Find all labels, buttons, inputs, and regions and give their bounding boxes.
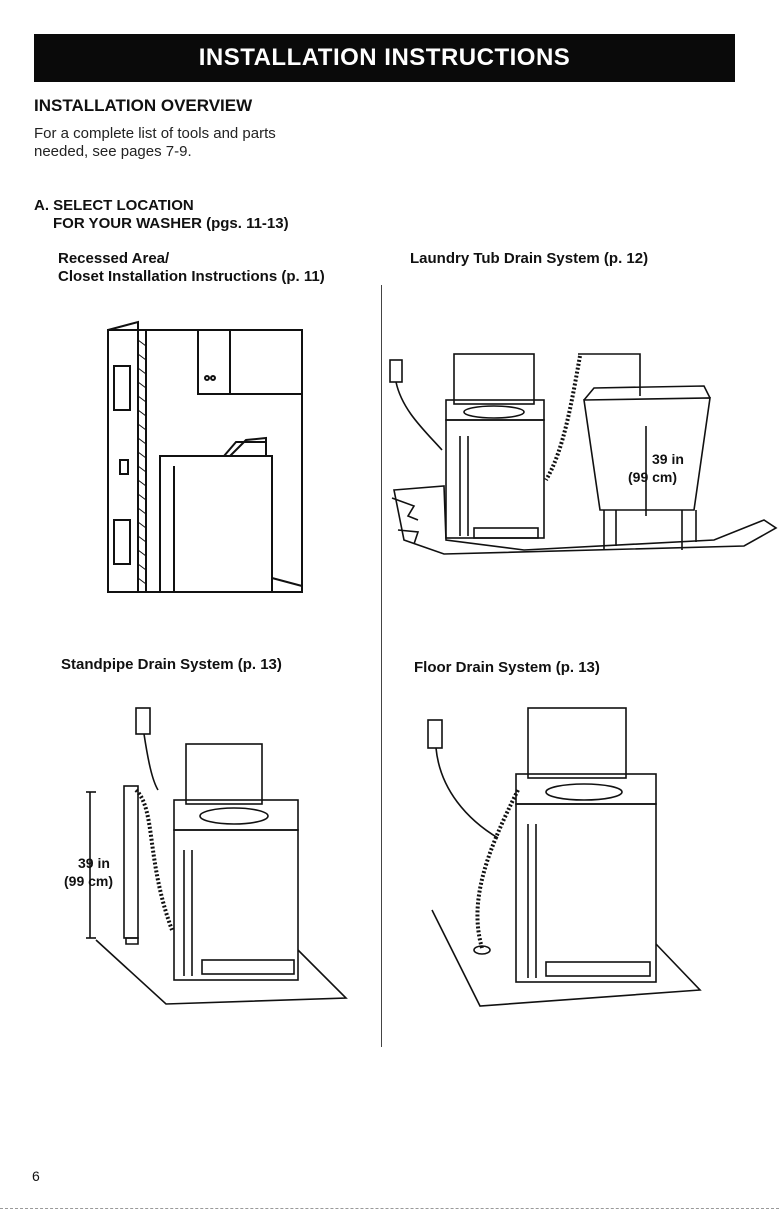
overview-heading: INSTALLATION OVERVIEW — [34, 96, 253, 115]
intro-line-1: For a complete list of tools and parts — [34, 125, 276, 142]
laundry-tub-dim-cm: (99 cm) — [628, 469, 677, 485]
standpipe-illustration: 39 in (99 cm) — [64, 700, 356, 1020]
step-a-heading: A. SELECT LOCATION FOR YOUR WASHER (pgs.… — [34, 197, 289, 233]
laundry-tub-illustration: 39 in (99 cm) — [384, 340, 778, 570]
recessed-caption-line-2: Closet Installation Instructions (p. 11) — [58, 268, 325, 285]
column-divider — [381, 285, 382, 1047]
laundry-tub-dim-in: 39 in — [652, 451, 684, 467]
intro-line-2: needed, see pages 7-9. — [34, 143, 192, 160]
step-a-line-2: FOR YOUR WASHER (pgs. 11-13) — [53, 215, 289, 232]
section-banner: INSTALLATION INSTRUCTIONS — [34, 34, 735, 82]
overview-intro: For a complete list of tools and parts n… — [34, 125, 364, 161]
laundry-tub-caption: Laundry Tub Drain System (p. 12) — [410, 250, 649, 267]
floor-drain-illustration — [418, 700, 708, 1020]
page-number: 6 — [32, 1168, 40, 1184]
recessed-caption-line-1: Recessed Area/ — [58, 250, 170, 267]
bottom-rule — [0, 1208, 779, 1209]
standpipe-caption: Standpipe Drain System (p. 13) — [61, 656, 282, 673]
recessed-caption: Recessed Area/ Closet Installation Instr… — [58, 250, 325, 286]
recessed-closet-illustration — [100, 320, 310, 600]
step-a-line-1: A. SELECT LOCATION — [34, 197, 194, 214]
floor-drain-caption: Floor Drain System (p. 13) — [414, 659, 600, 676]
standpipe-dim-in: 39 in — [78, 855, 110, 871]
standpipe-dim-cm: (99 cm) — [64, 873, 113, 889]
